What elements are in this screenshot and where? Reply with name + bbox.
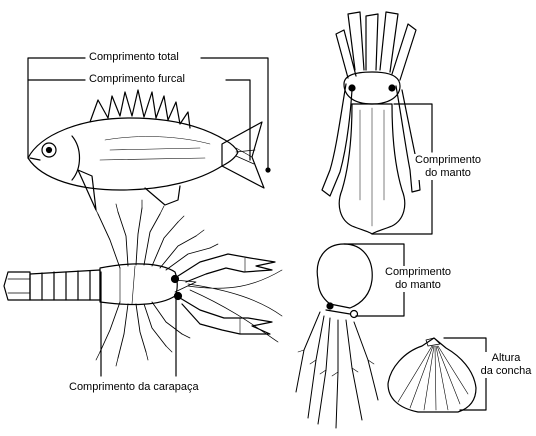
squid-illustration [322, 12, 420, 234]
lobster-tail-fan [4, 272, 30, 300]
octopus-mantle-length-label: Comprimento do manto [384, 266, 452, 292]
squid-mantle-length-label: Comprimento do manto [414, 154, 482, 180]
squid-tentacles [322, 84, 420, 196]
fish-total-length-label: Comprimento total [88, 51, 180, 64]
lobster-carapace-length-label: Comprimento da carapaça [68, 381, 200, 394]
shell-illustration [388, 338, 476, 412]
octopus-arms [296, 312, 378, 428]
squid-eye-right [389, 85, 395, 91]
shell-height-label-line1: Altura [477, 352, 535, 365]
squid-mantle-label-line2: do manto [415, 167, 481, 180]
shell-height-label-line2: da concha [477, 365, 535, 378]
fish-tail [222, 122, 264, 188]
fish-fork-length-label: Comprimento furcal [88, 73, 186, 86]
lobster-eye-upper [172, 276, 179, 283]
fish-illustration [28, 90, 264, 210]
lobster-antennae [188, 270, 282, 342]
octopus-mantle [317, 244, 372, 308]
octopus-eye-left [327, 303, 333, 309]
lobster-upper-claw [178, 254, 275, 282]
squid-eye-left [349, 85, 355, 91]
octopus-illustration [296, 244, 378, 428]
lobster-walking-legs [98, 208, 210, 270]
squid-arms [336, 12, 416, 80]
fish-gill [72, 136, 80, 180]
octopus-mantle-label-line2: do manto [385, 279, 451, 292]
squid-mantle-label-line1: Comprimento [415, 154, 481, 167]
shell-height-label: Altura da concha [476, 352, 536, 378]
octopus-mantle-label-line1: Comprimento [385, 266, 451, 279]
lobster-illustration [4, 200, 282, 366]
fish-pectoral-fin [78, 170, 96, 210]
fish-body [28, 118, 238, 190]
